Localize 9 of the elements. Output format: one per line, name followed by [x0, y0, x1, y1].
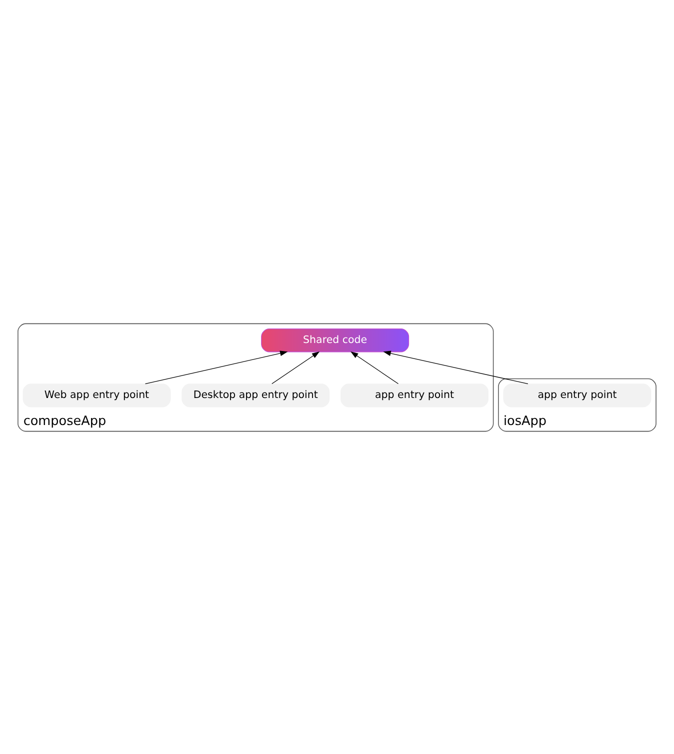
- node-box: app entry point: [503, 383, 652, 407]
- node-box: Shared code: [261, 328, 410, 352]
- arrow: [383, 350, 528, 384]
- node-box: Desktop app entry point: [182, 383, 330, 407]
- arrow: [350, 350, 399, 384]
- arrow: [272, 350, 320, 384]
- node-box: app entry point: [340, 383, 488, 407]
- arrow: [144, 350, 288, 384]
- node-box: Web app entry point: [22, 383, 171, 407]
